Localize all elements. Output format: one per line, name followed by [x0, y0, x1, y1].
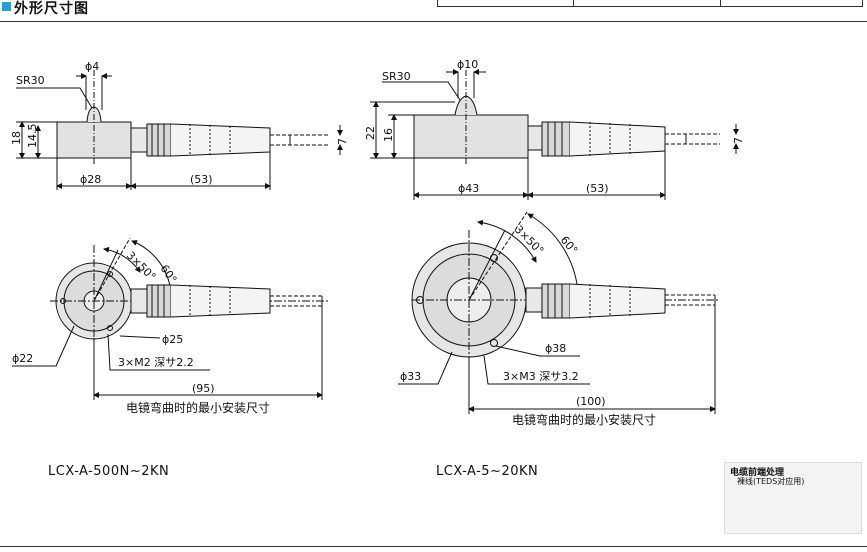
- section-title: 外形尺寸图: [14, 1, 89, 17]
- left-phi-top: ϕ4: [85, 60, 99, 73]
- right-model-name: LCX-A-5~20KN: [436, 464, 539, 479]
- cable-inset-title: 电缆前端处理: [730, 468, 785, 478]
- right-cable-length: (53): [586, 182, 609, 195]
- left-model-name: LCX-A-500N~2KN: [48, 464, 170, 479]
- bottom-rule: [0, 546, 867, 547]
- right-phi-boss: ϕ33: [400, 370, 421, 383]
- left-sr-label: SR30: [16, 74, 45, 87]
- left-min-length: (95): [192, 382, 215, 395]
- left-hole-spec: 3×50°: [124, 249, 158, 283]
- left-phi-boss: ϕ22: [12, 352, 33, 365]
- right-height-total: 22: [364, 126, 377, 140]
- left-cable-dia: 7: [336, 138, 349, 145]
- left-min-label: 电镜弯曲时的最小安装尺寸: [126, 400, 270, 415]
- left-height-total: 18: [10, 131, 23, 145]
- left-angle: 60°: [158, 262, 180, 285]
- left-height-body: 14.5: [26, 124, 39, 149]
- right-phi-pcd: ϕ38: [545, 342, 566, 355]
- left-phi-pcd: ϕ25: [162, 333, 183, 346]
- cable-inset-subtitle: 裸线(TEDS对应用): [737, 477, 805, 486]
- right-top-view: [398, 211, 720, 414]
- right-sr-label: SR30: [382, 70, 411, 83]
- right-min-length: (100): [576, 395, 606, 408]
- spec-table-fragment: [437, 0, 863, 7]
- left-side-view: [16, 70, 343, 190]
- right-cable-dia: 7: [732, 137, 745, 144]
- left-top-view: [12, 237, 330, 400]
- right-angle: 60°: [558, 234, 580, 257]
- left-cable-length: (53): [190, 173, 213, 186]
- right-phi-top: ϕ10: [457, 58, 478, 71]
- right-side-view: [370, 69, 739, 200]
- cable-end-inset: 电缆前端处理 裸线(TEDS对应用): [724, 462, 862, 534]
- right-min-label: 电镜弯曲时的最小安装尺寸: [512, 412, 656, 427]
- section-header: 外形尺寸图: [0, 0, 420, 20]
- left-thread: 3×M2 深サ2.2: [118, 356, 194, 369]
- left-phi-body: ϕ28: [80, 173, 101, 186]
- top-rule: [0, 21, 867, 22]
- right-phi-body: ϕ43: [458, 182, 479, 195]
- right-height-body: 16: [382, 128, 395, 142]
- right-thread: 3×M3 深サ3.2: [503, 370, 579, 383]
- header-marker: [2, 2, 11, 11]
